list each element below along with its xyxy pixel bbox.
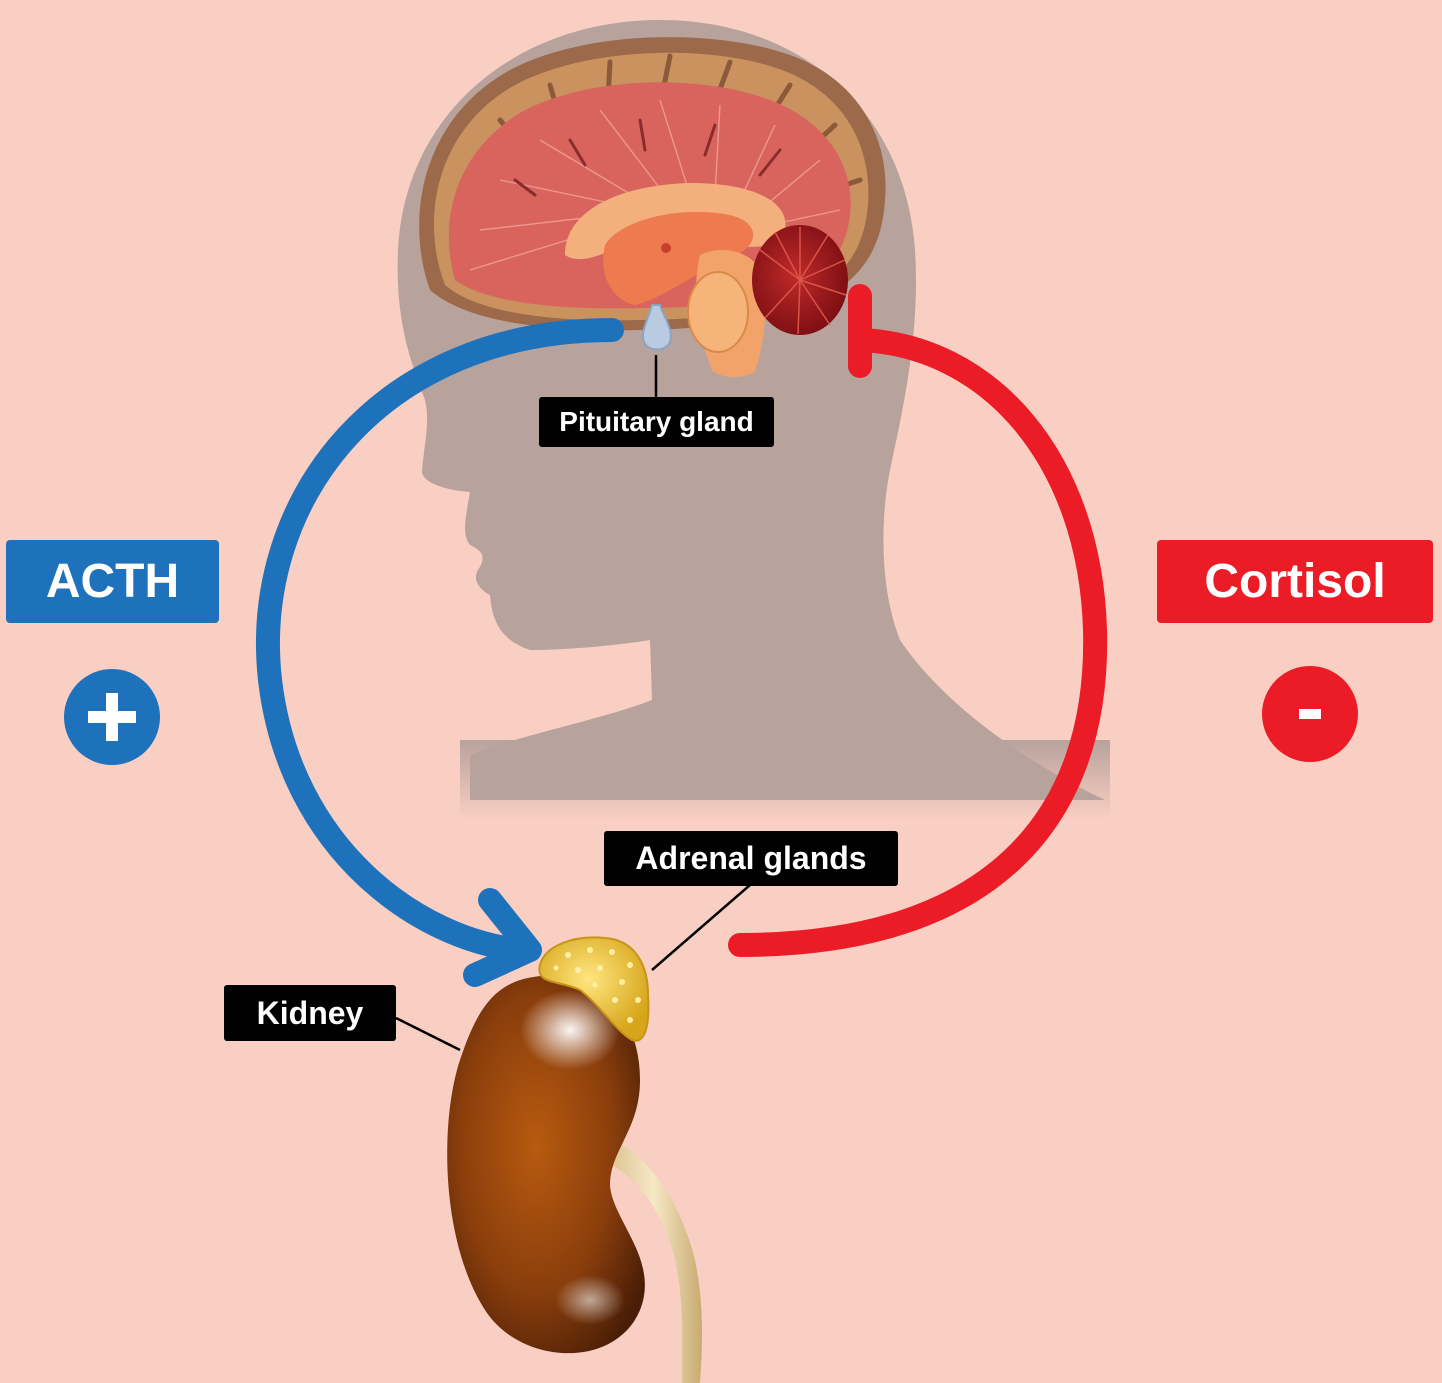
kidney-leader-line xyxy=(396,1018,460,1050)
cortisol-hormone-label: Cortisol xyxy=(1157,540,1433,623)
adrenal-glands-label: Adrenal glands xyxy=(604,831,898,886)
pituitary-gland-label: Pituitary gland xyxy=(539,397,774,447)
kidney-label: Kidney xyxy=(224,985,396,1041)
acth-hormone-label: ACTH xyxy=(6,540,219,623)
plus-icon xyxy=(64,669,160,765)
adrenal-leader-line xyxy=(652,885,750,970)
minus-icon xyxy=(1262,666,1358,762)
